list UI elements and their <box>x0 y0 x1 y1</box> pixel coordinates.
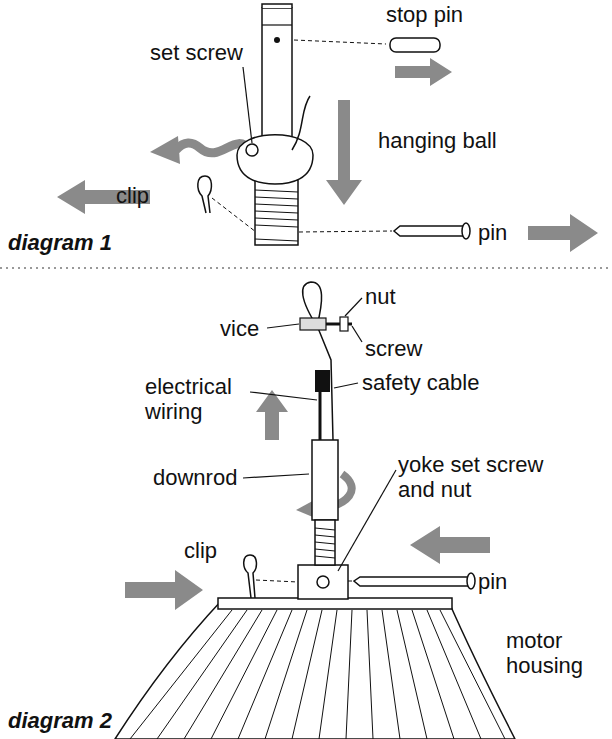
part-label: set screw <box>150 40 243 65</box>
part-label: clip <box>116 183 149 208</box>
diagram-title: diagram 1 <box>8 230 112 255</box>
part-label: pin <box>478 220 507 245</box>
part-label: nut <box>365 284 396 309</box>
part-label: screw <box>365 336 422 361</box>
part-label: clip <box>184 538 217 563</box>
part-label: hanging ball <box>378 128 497 153</box>
part-label: stop pin <box>386 2 463 27</box>
part-label: pin <box>478 569 507 594</box>
part-label: motor housing <box>506 628 606 678</box>
diagram-title: diagram 2 <box>8 708 112 733</box>
part-label: vice <box>220 316 259 341</box>
part-label: safety cable <box>362 370 479 395</box>
part-label: electrical wiring <box>145 374 257 424</box>
part-label: downrod <box>153 465 237 490</box>
part-label: yoke set screw and nut <box>398 452 573 502</box>
